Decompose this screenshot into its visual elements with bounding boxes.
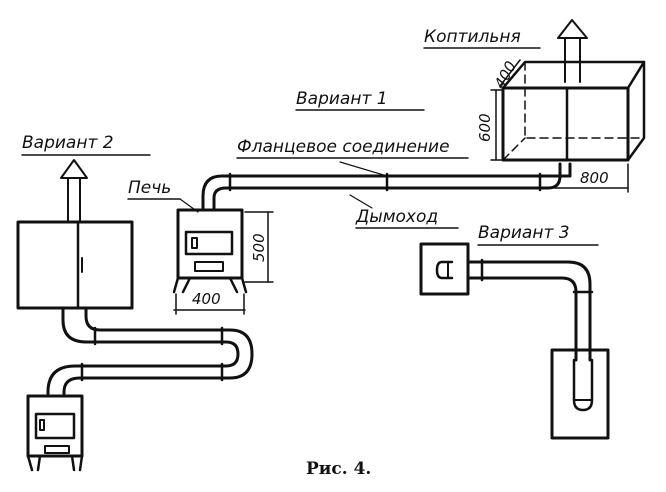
exhaust-arrow-variant2 [60,159,88,223]
label-variant1: Вариант 1 [296,89,388,109]
label-chimney: Дымоход [355,207,438,227]
stove-variant2 [26,394,84,472]
stove-variant3 [419,242,470,296]
smokehouse-box [501,60,646,162]
stove-width-dimension: 400 [173,290,246,315]
stove-leader [179,198,199,213]
label-stove: Печь [128,178,171,198]
label-flange-connection: Фланцевое соединение [237,137,450,157]
dim-400-stove-width: 400 [192,290,221,308]
chimney-leader [349,194,373,209]
label-variant2: Вариант 2 [22,133,114,153]
dim-800-width: 800 [580,169,609,187]
smokehouse-exhaust-arrow [557,19,588,83]
label-smokehouse: Коптильня [424,27,521,47]
stove-height-dimension: 500 [244,211,274,283]
flange-leader [339,161,388,177]
label-variant3: Вариант 3 [478,223,570,243]
figure-caption: Рис. 4. [306,459,371,479]
smokehouse-variant2 [16,220,134,310]
stove-variant1 [172,208,248,294]
chimney-pipe-variant1 [201,162,572,210]
chimney-pipe-variant2 [46,306,254,396]
smokehouse-height-dimension: 600 [476,89,502,161]
dim-500-stove-height: 500 [250,233,268,262]
chimney-pipe-variant3 [466,258,594,362]
smokehouse-variant3 [550,348,610,440]
dim-600-height: 600 [476,113,494,142]
